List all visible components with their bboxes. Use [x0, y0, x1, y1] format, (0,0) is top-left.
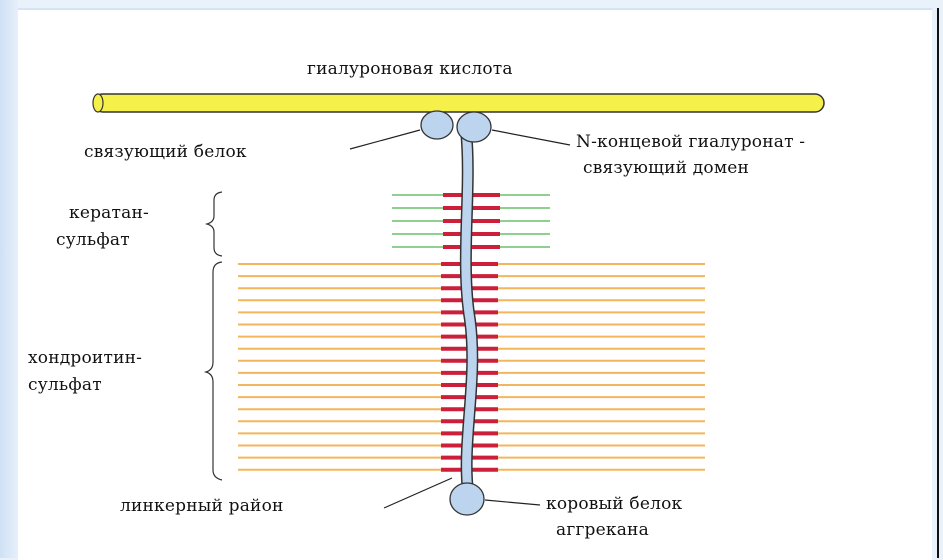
- slide-background: [0, 0, 18, 558]
- n-terminal-domain-label-line2: связующий домен: [583, 158, 750, 178]
- linker-region-label: линкерный район: [120, 496, 284, 516]
- link-protein-globule: [420, 110, 454, 140]
- link-protein-pointer: [349, 129, 421, 150]
- chondroitin-sulfate-label-line2: сульфат: [28, 375, 102, 395]
- core-protein-label-line2: аггрекана: [556, 520, 649, 540]
- keratan-sulfate-label-line1: кератан-: [69, 203, 149, 223]
- hyaluronic-acid-label: гиалуроновая кислота: [307, 59, 513, 79]
- core-protein-pointer: [484, 499, 541, 506]
- chondroitin-sulfate-label-line1: хондроитин-: [28, 348, 143, 368]
- n-terminal-domain-pointer: [491, 129, 571, 146]
- keratan-sulfate-label-line2: сульфат: [56, 230, 130, 250]
- core-protein-strand-fill: [461, 125, 477, 497]
- c-terminal-globule: [449, 482, 485, 516]
- linker-region-pointer: [383, 477, 453, 509]
- n-terminal-domain-label-line1: N-концевой гиалуронат -: [576, 132, 806, 152]
- core-protein-label-line1: коровый белок: [546, 494, 683, 514]
- hyaluronic-acid-rod: [93, 93, 825, 113]
- chondroitin-sulfate-brace: [203, 261, 223, 481]
- hyaluronic-acid-rod-end: [92, 93, 104, 113]
- n-terminal-domain-globule: [456, 111, 492, 143]
- right-border-line: [937, 8, 939, 558]
- keratan-sulfate-brace: [204, 191, 223, 257]
- link-protein-label: связующий белок: [84, 142, 247, 162]
